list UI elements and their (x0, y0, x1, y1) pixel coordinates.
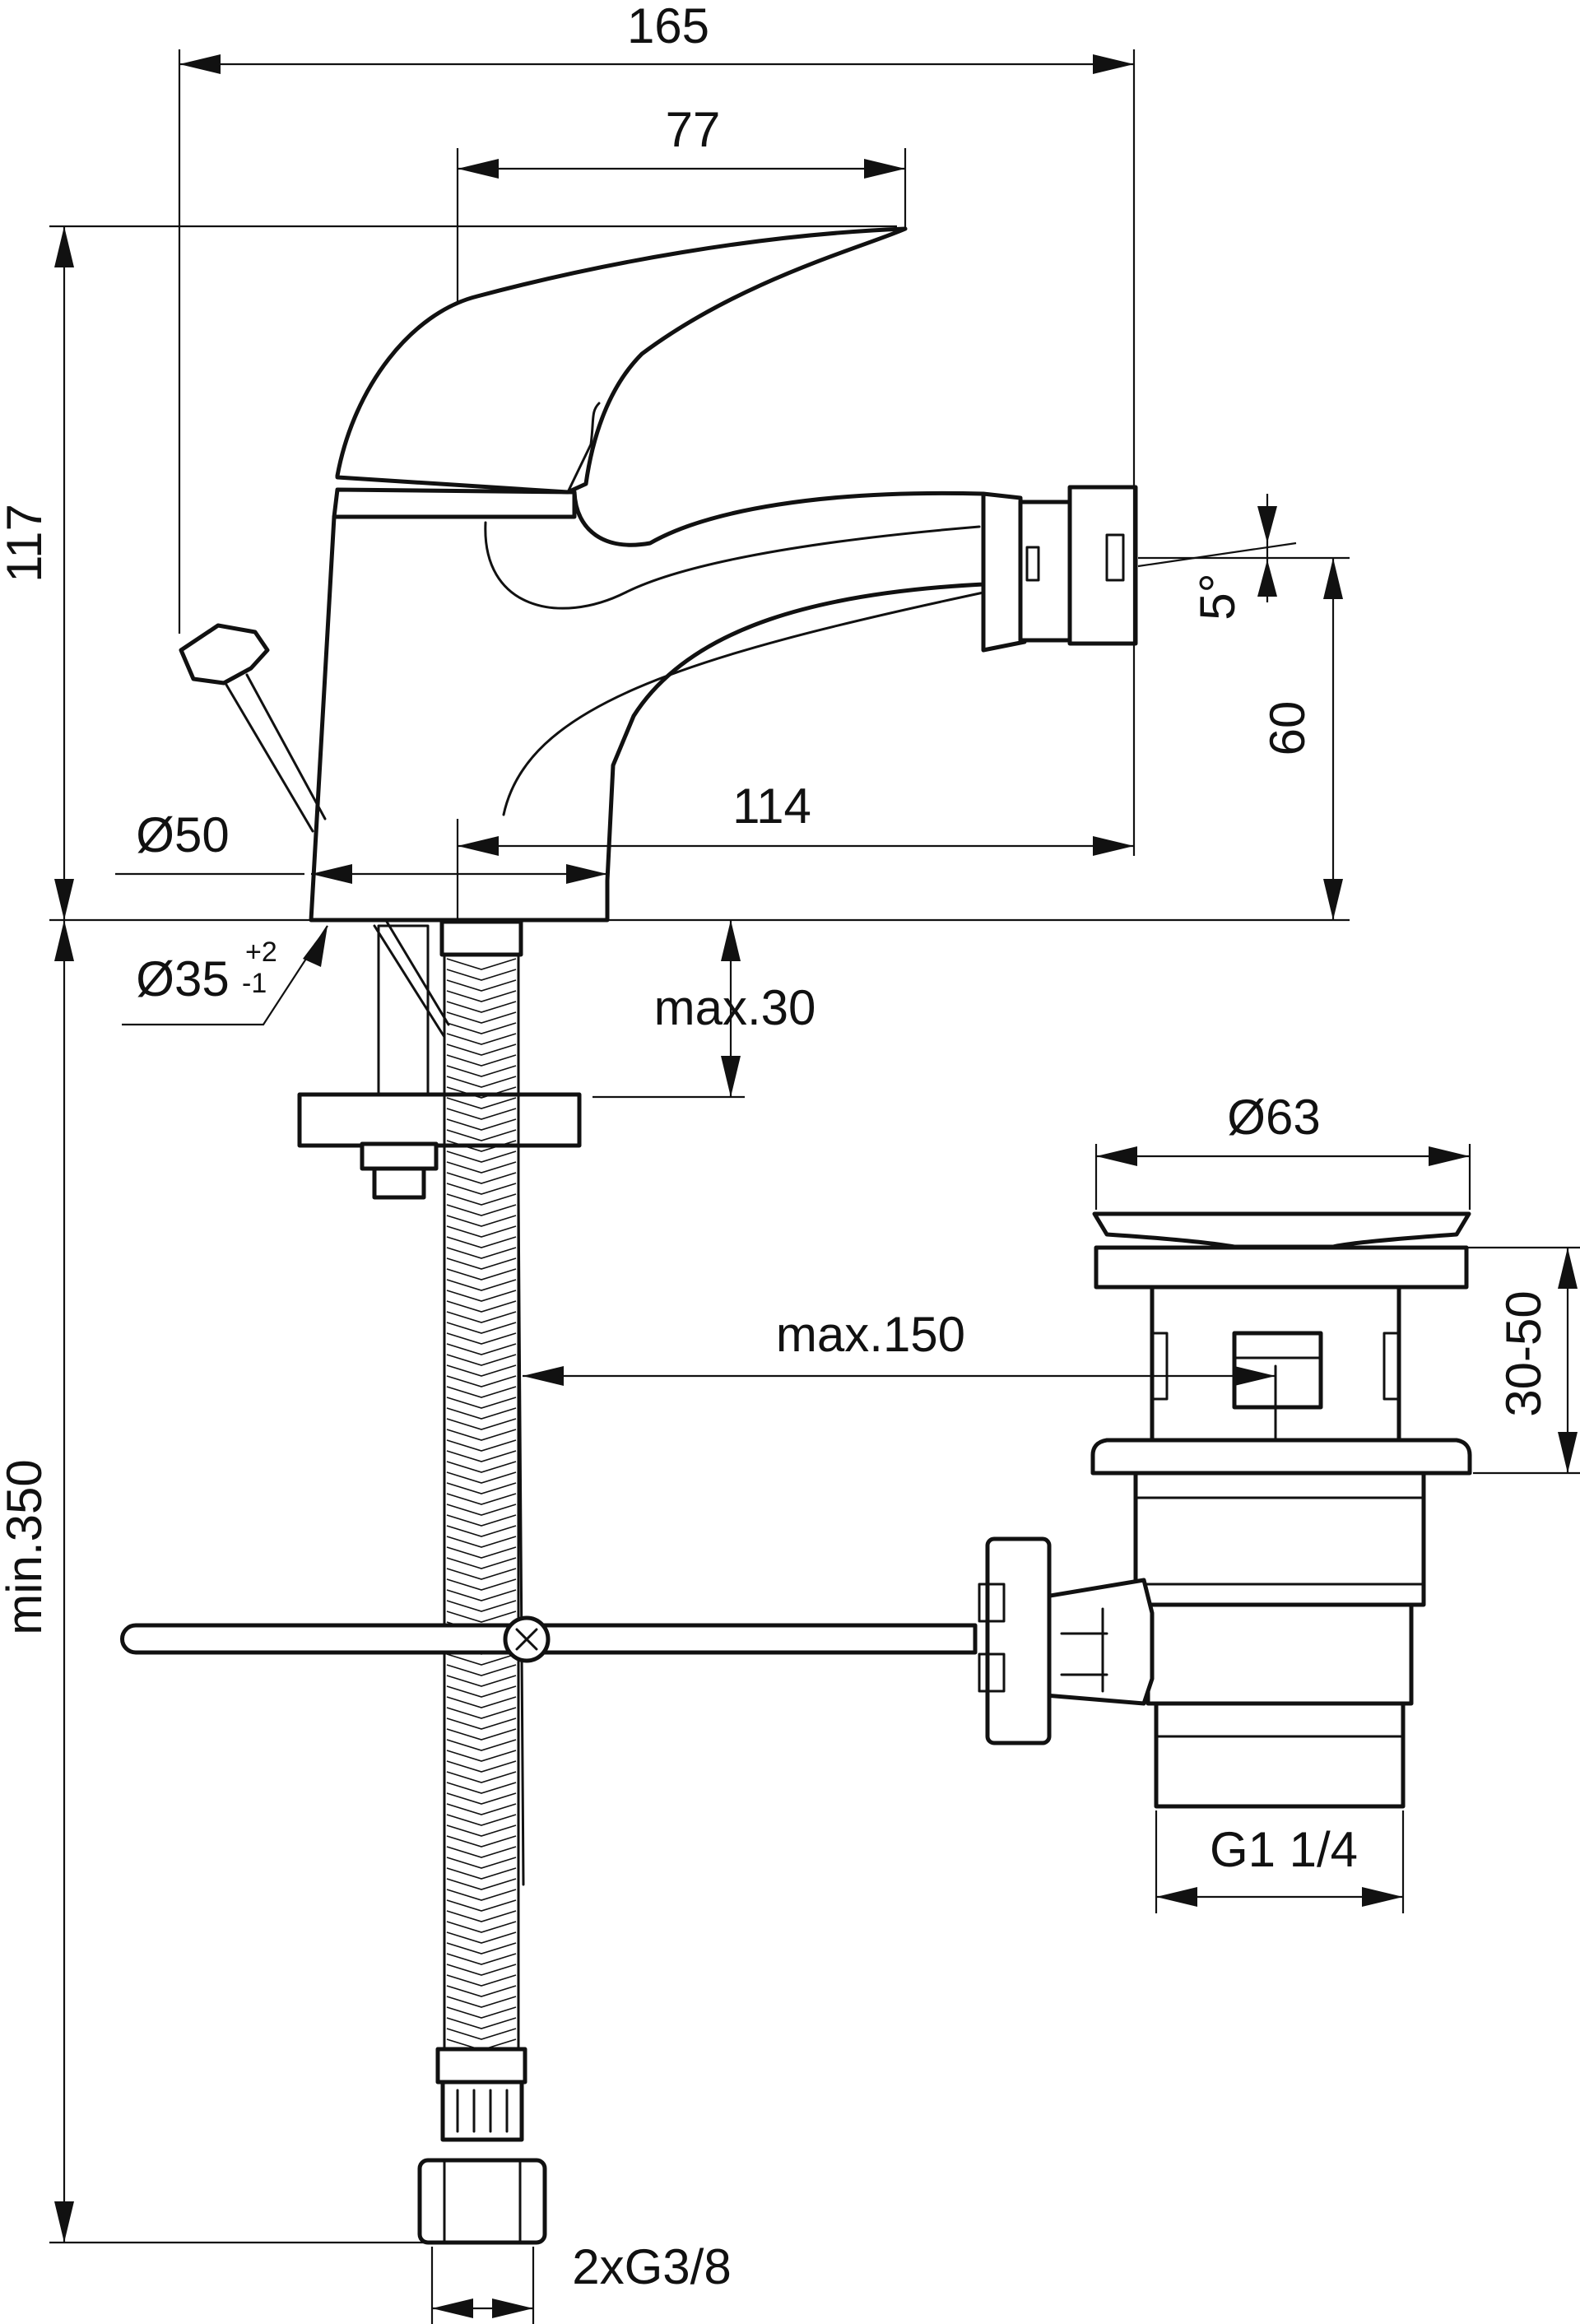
dim-165-label: 165 (627, 0, 709, 53)
dimension-labels: 165 77 117 60 5° 114 Ø50 Ø35 +2 -1 max.3… (0, 0, 1551, 2294)
waste-plug (978, 1211, 1472, 1809)
dim-o35-tol-minus: -1 (242, 968, 267, 999)
dim-o35-tol-plus: +2 (245, 937, 277, 968)
dim-max30-label: max.30 (654, 980, 816, 1035)
faucet-body (309, 487, 986, 923)
dim-117-label: 117 (0, 504, 52, 583)
spout-aerator (981, 485, 1138, 653)
dim-o35-label: Ø35 (136, 951, 229, 1006)
popup-pull-rod (120, 1615, 978, 1663)
dimension-arrowheads (54, 54, 1578, 2318)
popup-knob (179, 623, 450, 1039)
dim-g1-1-4-label: G1 1/4 (1210, 1822, 1358, 1877)
dim-min350-label: min.350 (0, 1459, 52, 1634)
mounting-nut (297, 924, 582, 1200)
dim-2xg3-8-label: 2xG3/8 (572, 2239, 731, 2294)
flex-hose (417, 919, 547, 2245)
lever-handle (335, 226, 908, 495)
dim-o63-label: Ø63 (1227, 1090, 1320, 1145)
dim-30-50-label: 30-50 (1496, 1290, 1551, 1416)
dim-114-label: 114 (732, 779, 811, 834)
dimension-lines (49, 49, 1580, 2324)
dim-max150-label: max.150 (776, 1307, 965, 1362)
dim-5deg-label: 5° (1190, 573, 1245, 620)
dim-60-label: 60 (1260, 701, 1315, 756)
dim-o50-label: Ø50 (136, 807, 229, 862)
dim-77-label: 77 (666, 102, 721, 157)
